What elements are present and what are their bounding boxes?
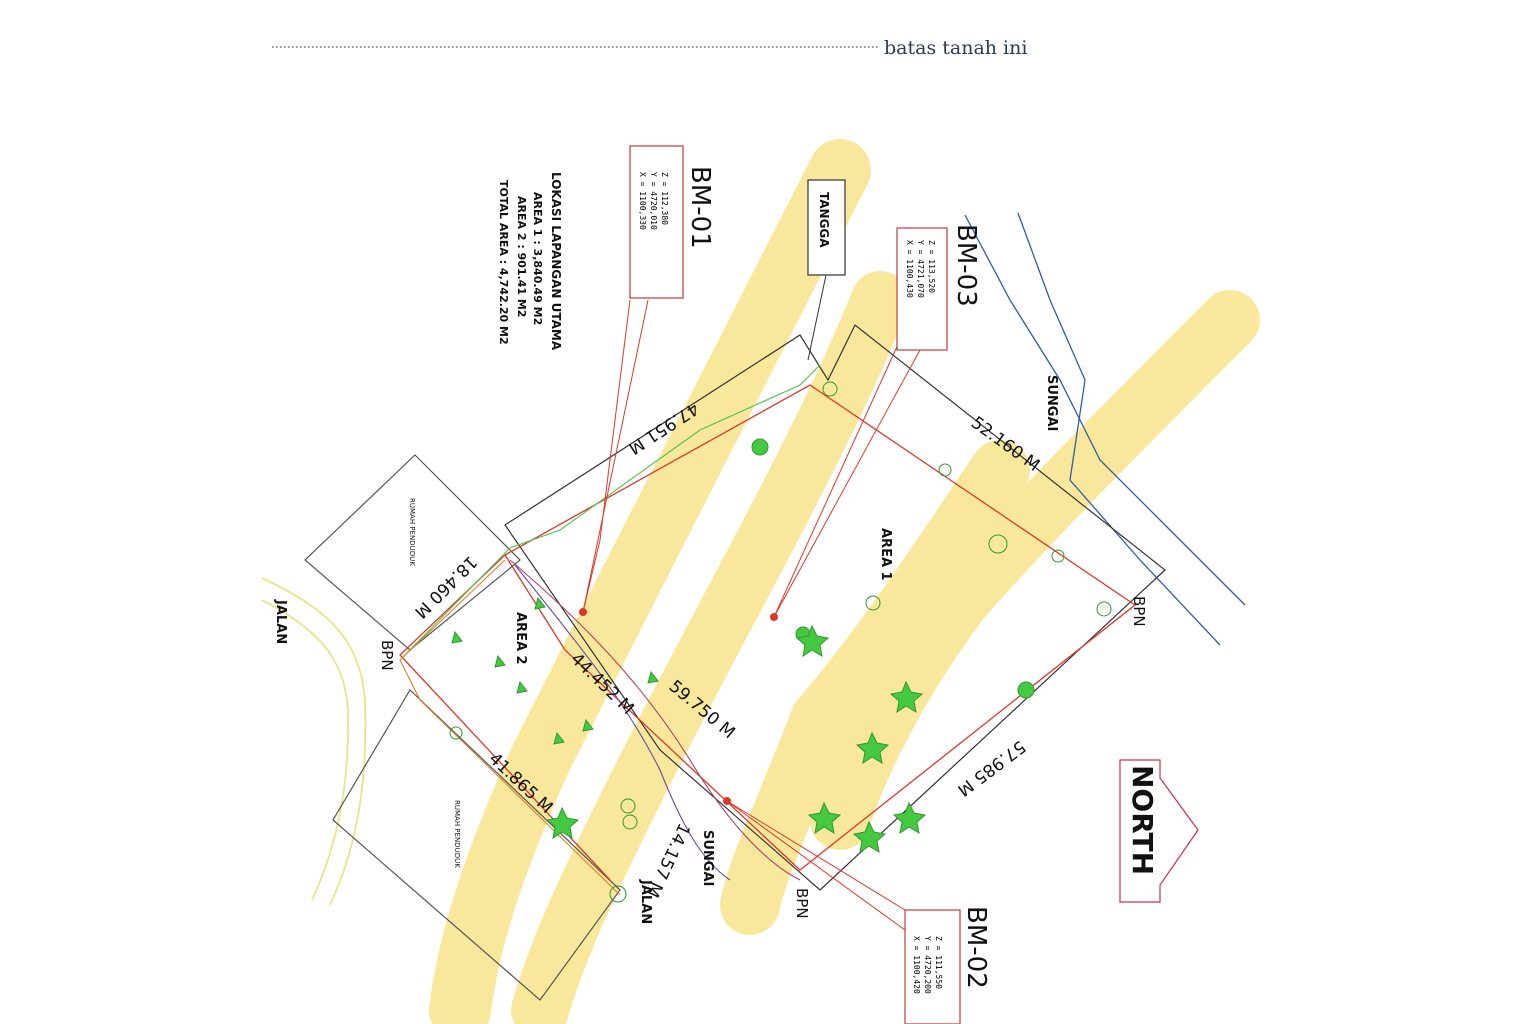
- tangga-box: [807, 179, 846, 276]
- legend-title: LOKASI LAPANGAN UTAMA: [549, 172, 563, 351]
- vegetation-line: [399, 364, 821, 661]
- parcel-outline: [504, 324, 1166, 891]
- legend-area2: AREA 2 : 901.41 M2: [515, 196, 528, 317]
- bpn-label-3: BPN: [378, 640, 396, 671]
- bm02-label: BM-02: [961, 906, 991, 989]
- house-plot-2: [332, 689, 621, 1001]
- bm02-z: Z = 111,550: [934, 936, 943, 989]
- bm03-z: Z = 113,520: [927, 240, 936, 293]
- legend-total: TOTAL AREA : 4,742.20 M2: [497, 180, 510, 345]
- sungai-label-top: SUNGAI: [1044, 375, 1059, 431]
- north-label: NORTH: [1126, 765, 1159, 875]
- river-lines: [964, 212, 1246, 646]
- bm02-box: [904, 909, 961, 1024]
- road-lines: [261, 577, 367, 906]
- inner-lines: [399, 559, 801, 896]
- area-boundary: [399, 384, 1137, 881]
- highlight-strokes: [429, 139, 1260, 1024]
- north-arrow-shape: [1119, 759, 1199, 903]
- bm01-x: X = 1100,330: [638, 172, 647, 230]
- bm03-label: BM-03: [951, 224, 981, 307]
- bm02-x: X = 1100,420: [912, 936, 921, 994]
- bm01-callout: X = 1100,330 Y = 4720,010 Z = 112,380 BM…: [629, 145, 715, 299]
- rumah-label-1: RUMAH PENDUDUK: [408, 498, 416, 566]
- dim-14157: 14.157 M: [642, 820, 694, 901]
- dim-57985: 57.985 M: [953, 736, 1029, 800]
- bm01-label: BM-01: [685, 166, 715, 249]
- bm03-box: [896, 227, 948, 351]
- jalan-label-left: JALAN: [273, 599, 288, 644]
- legend-area1: AREA 1 : 3,840.49 M2: [531, 192, 544, 325]
- tangga-leader: [807, 274, 827, 361]
- bm01-y: Y = 4720,010: [649, 172, 658, 230]
- area2-label: AREA 2: [513, 612, 528, 665]
- rumah-label-2: RUMAH PENDUDUK: [453, 800, 461, 868]
- legend-block: LOKASI LAPANGAN UTAMA AREA 1 : 3,840.49 …: [497, 172, 563, 351]
- benchmark-leaders: [582, 299, 921, 931]
- bm01-z: Z = 112,380: [660, 172, 669, 225]
- area1-label: AREA 1: [878, 528, 893, 581]
- bm02-callout: X = 1100,420 Y = 4720,200 Z = 111,550 BM…: [904, 906, 991, 1024]
- jalan-label-bottom: JALAN: [638, 879, 653, 924]
- bm03-y: Y = 4721,070: [916, 240, 925, 298]
- bpn-label-2: BPN: [793, 888, 811, 919]
- sungai-label-bottom: SUNGAI: [700, 830, 715, 886]
- north-arrow: NORTH: [1119, 759, 1199, 903]
- bm03-x: X = 1100,430: [905, 240, 914, 298]
- vegetation-symbols: [449, 381, 1112, 903]
- tangga-label: TANGGA: [817, 192, 831, 248]
- bpn-label-1: BPN: [1130, 596, 1148, 627]
- bm02-y: Y = 4720,200: [923, 936, 932, 994]
- bm01-box: [629, 145, 684, 299]
- header-caption: batas tanah ini: [884, 37, 1027, 59]
- bm03-callout: X = 1100,430 Y = 4721,070 Z = 113,520 BM…: [896, 224, 981, 351]
